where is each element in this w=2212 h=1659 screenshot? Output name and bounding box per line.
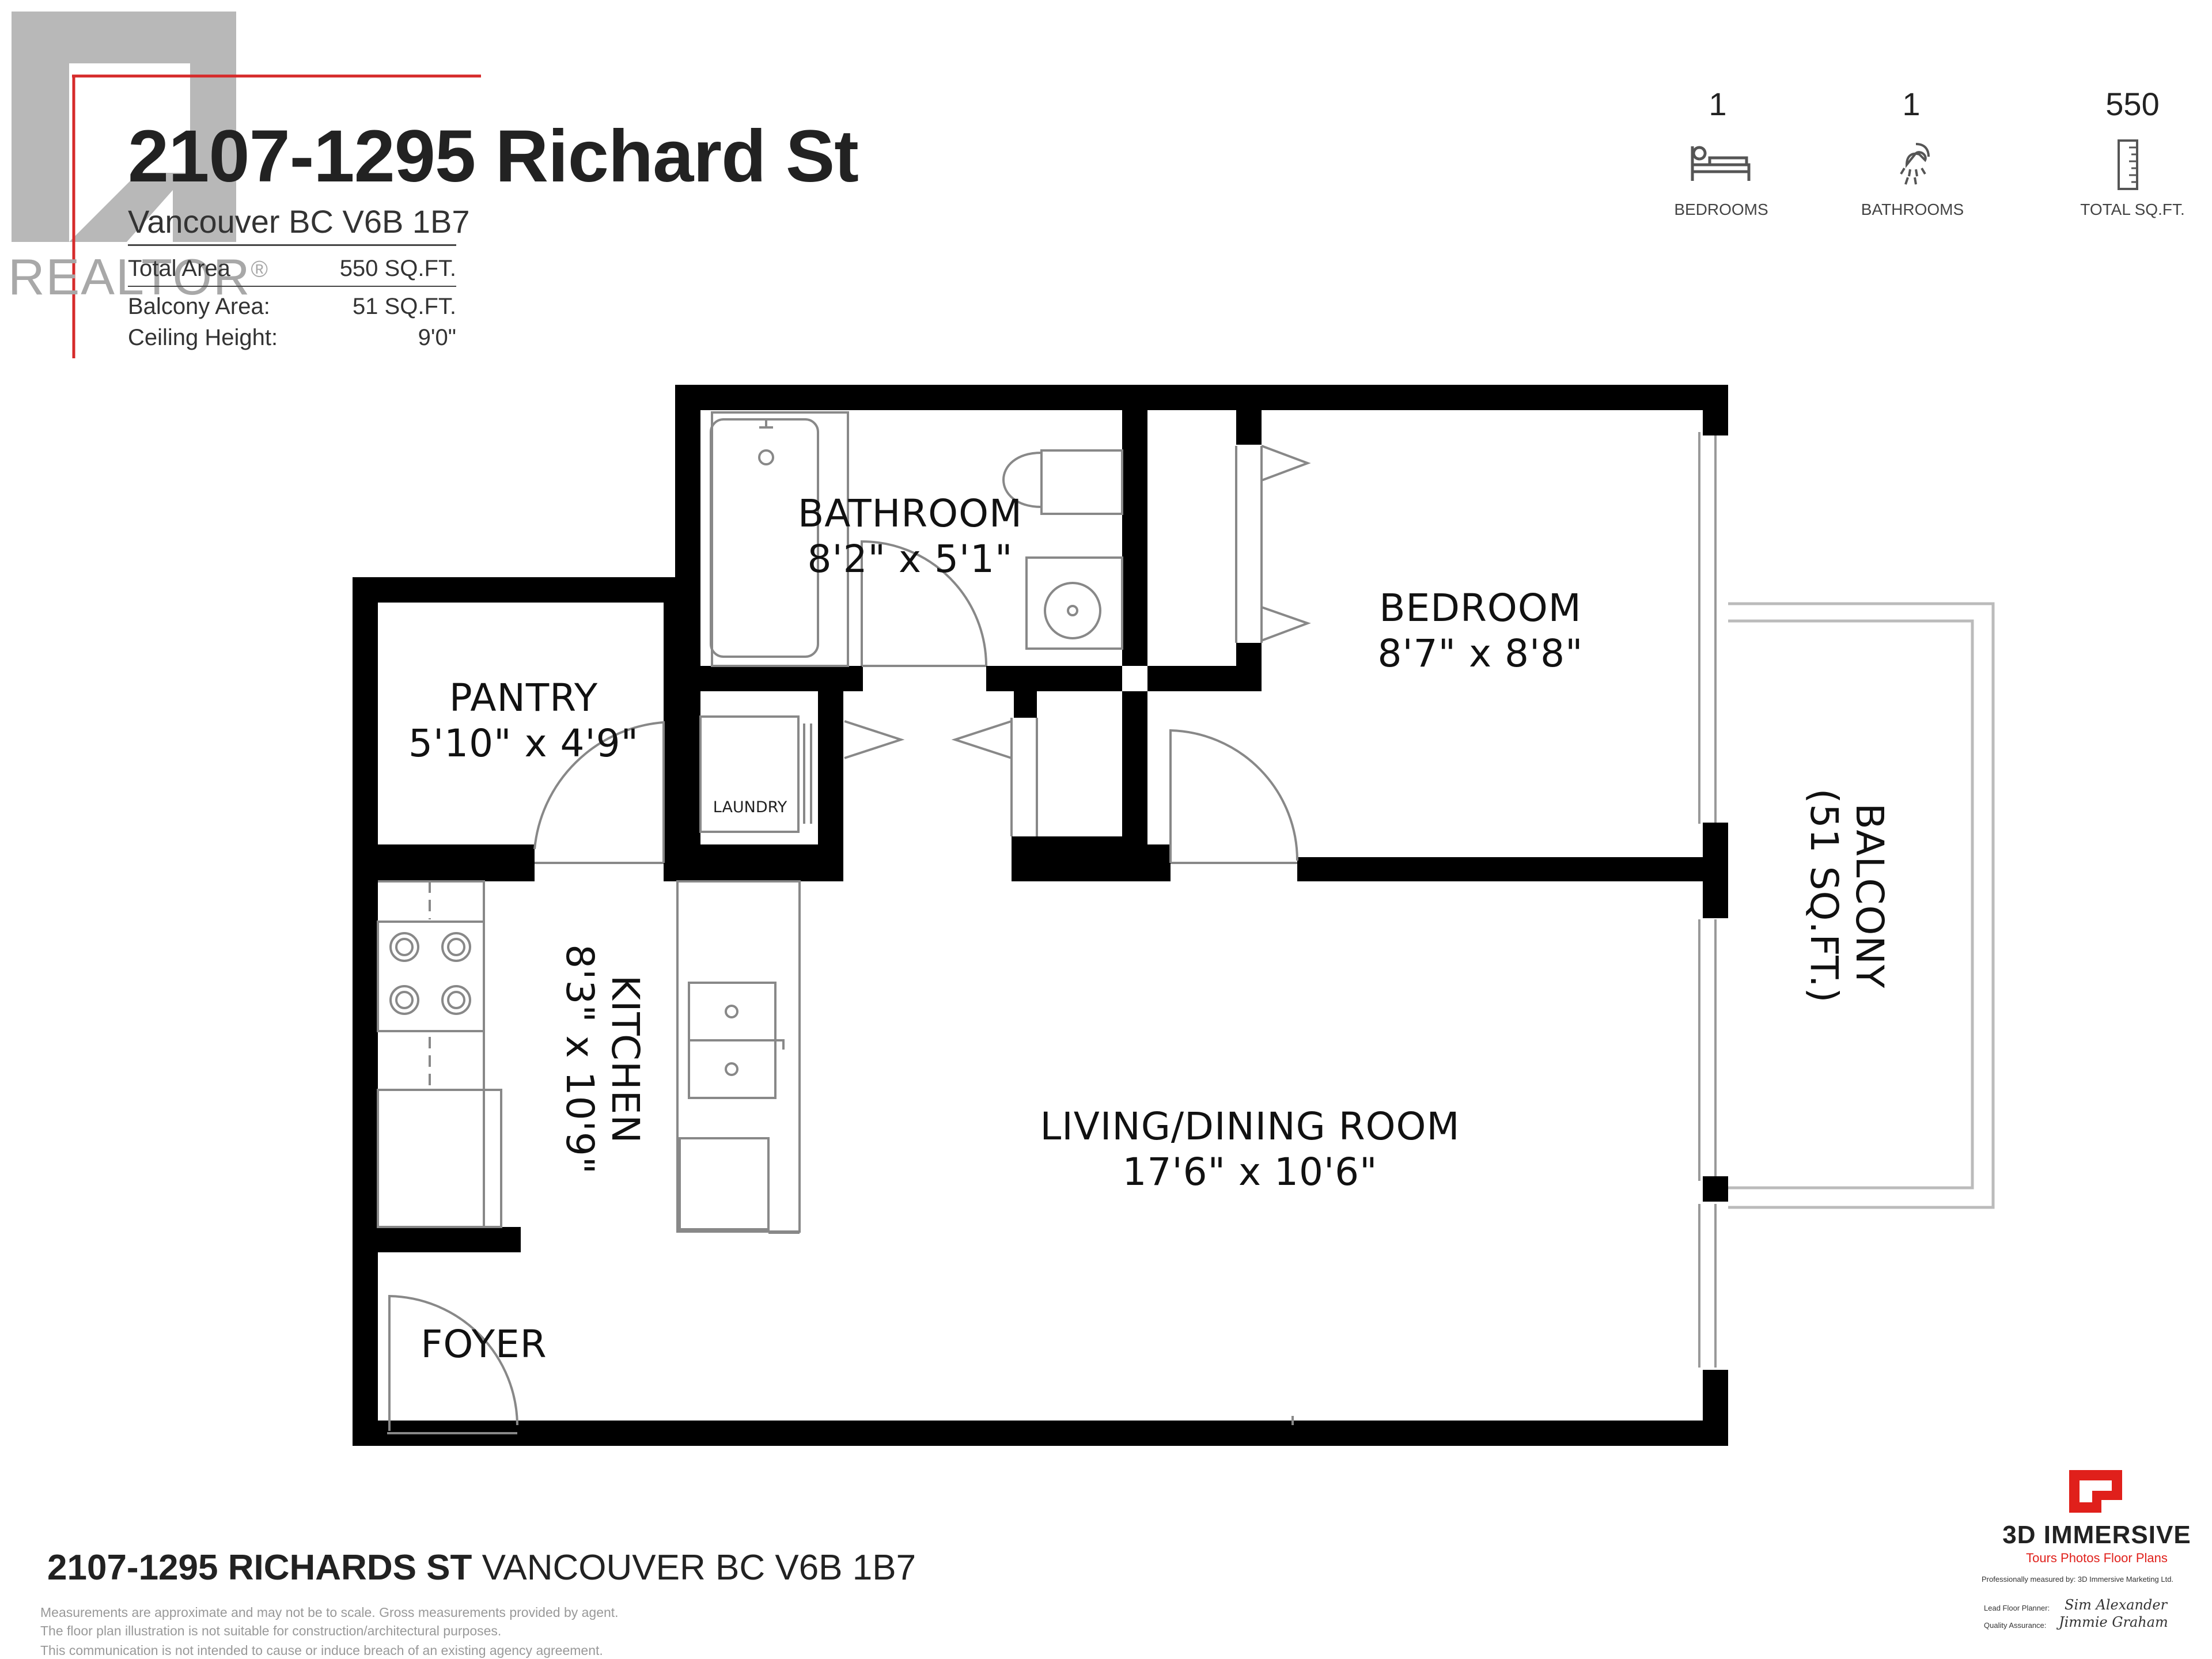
stat-value-total-area: 550 SQ.FT. [339, 256, 456, 281]
total-sqft-label: TOTAL SQ.FT. [2080, 200, 2185, 218]
room-balcony: BALCONY (51 SQ.FT.) [1801, 734, 1892, 1057]
room-name: BALCONY [1847, 803, 1892, 989]
bedrooms-label: BEDROOMS [1674, 200, 1768, 218]
stat-label-ceiling-height: Ceiling Height: [128, 325, 278, 350]
room-kitchen: KITCHEN 8'3" x 10'9" [557, 910, 648, 1209]
room-bedroom: BEDROOM 8'7" x 8'8" [1313, 585, 1647, 676]
room-foyer: FOYER [421, 1322, 547, 1366]
planner-signature: Sim Alexander [2065, 1597, 2168, 1613]
shower-icon [1900, 143, 1930, 185]
listing-title: 2107-1295 Richard St [128, 115, 859, 198]
bedrooms-count: 1 [1709, 86, 1727, 122]
total-sqft-count: 550 [2105, 86, 2160, 122]
room-name: BEDROOM [1379, 586, 1582, 630]
disclaimer-line: The floor plan illustration is not suita… [40, 1623, 502, 1638]
realtor-accent-lines [72, 74, 481, 358]
fixtures [377, 411, 1311, 1434]
divider [128, 244, 456, 246]
qa-label: Quality Assurance: [1984, 1621, 2047, 1630]
room-name: BATHROOM [798, 491, 1022, 536]
room-dims: 8'2" x 5'1" [807, 537, 1013, 582]
room-living-dining: LIVING/DINING ROOM 17'6" x 10'6" [991, 1104, 1509, 1195]
ruler-icon [2118, 139, 2138, 190]
window-frames [1698, 432, 1717, 1368]
stat-value-balcony-area: 51 SQ.FT. [352, 294, 456, 319]
walls [353, 385, 1728, 1446]
footer-address: 2107-1295 RICHARDS ST VANCOUVER BC V6B 1… [47, 1547, 916, 1588]
listing-subtitle: Vancouver BC V6B 1B7 [128, 203, 470, 240]
brand-tagline: Tours Photos Floor Plans [2026, 1551, 2168, 1565]
room-name: LIVING/DINING ROOM [1040, 1104, 1460, 1149]
planner-label: Lead Floor Planner: [1984, 1604, 2050, 1612]
room-bathroom: BATHROOM 8'2" x 5'1" [749, 491, 1071, 582]
qa-signature: Jimmie Graham [2059, 1614, 2168, 1630]
stat-label-total-area: Total Area [128, 256, 230, 281]
disclaimer-line: This communication is not intended to ca… [40, 1643, 603, 1658]
bed-icon [1691, 146, 1751, 181]
brand-measured-by: Professionally measured by: 3D Immersive… [1982, 1575, 2174, 1584]
room-dims: 8'3" x 10'9" [558, 944, 602, 1175]
room-laundry: LAUNDRY [713, 798, 787, 816]
disclaimer-line: Measurements are approximate and may not… [40, 1605, 619, 1620]
room-dims: 17'6" x 10'6" [1122, 1150, 1378, 1195]
room-dims: 8'7" x 8'8" [1377, 631, 1584, 676]
brand-name: 3D IMMERSIVE [2002, 1521, 2191, 1549]
bathrooms-count: 1 [1902, 86, 1921, 122]
room-dims: (51 SQ.FT.) [1802, 788, 1846, 1003]
room-name: KITCHEN [603, 975, 648, 1144]
footer-address-city: VANCOUVER BC V6B 1B7 [472, 1548, 916, 1588]
bathrooms-label: BATHROOMS [1861, 200, 1964, 218]
footer-address-street: 2107-1295 RICHARDS ST [47, 1548, 472, 1588]
room-dims: 5'10" x 4'9" [408, 721, 639, 766]
balcony [1728, 602, 1995, 1209]
brand-logo-icon [2069, 1470, 2122, 1513]
realtor-watermark-text: REALTOR® [8, 248, 269, 305]
divider [128, 286, 456, 287]
room-name: PANTRY [449, 676, 599, 720]
stat-label-balcony-area: Balcony Area: [128, 294, 270, 319]
room-pantry: PANTRY 5'10" x 4'9" [382, 675, 665, 766]
stat-value-ceiling-height: 9'0" [418, 325, 456, 350]
